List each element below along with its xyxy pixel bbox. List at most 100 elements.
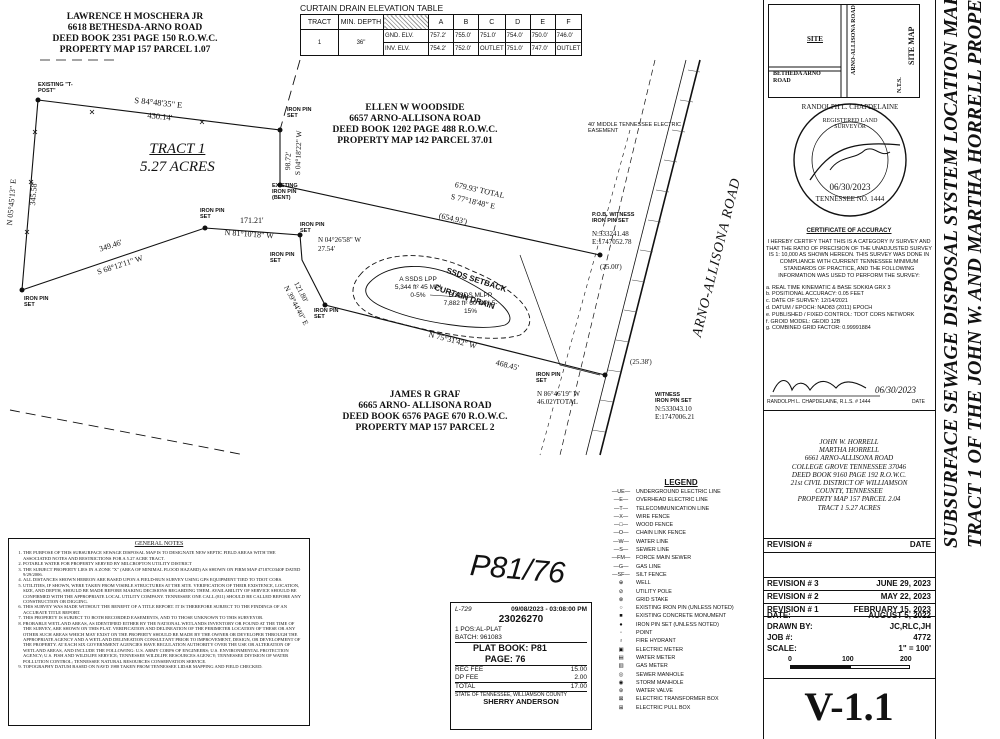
adjoiner-moschera: LAWRENCE H MOSCHERA JR 6618 BETHESDA-ARN… xyxy=(35,12,235,56)
cell-inv: 751.0' xyxy=(504,42,531,56)
legend-label: CHAIN LINK FENCE xyxy=(636,530,687,537)
legend-item: ⊕WELL xyxy=(606,579,756,587)
revision-label: REVISION # 1 xyxy=(767,605,819,614)
curtain-drain-table: CURTAIN DRAIN ELEVATION TABLE TRACT MIN.… xyxy=(300,3,583,56)
legend-item: —S—SEWER LINE xyxy=(606,546,756,554)
legend-symbol: —SF— xyxy=(612,571,630,578)
iron-pin-label: IRON PIN SET xyxy=(24,296,49,308)
legend-item: ⊞ ELECTRIC PULL BOX xyxy=(606,704,756,712)
revision-head-date: DATE xyxy=(909,540,931,549)
legend-symbol: ▥ xyxy=(618,663,624,670)
adjoiner-name: ELLEN W WOODSIDE xyxy=(365,103,465,113)
note-item: THIS PROPERTY IS SUBJECT TO BOTH RECORDE… xyxy=(23,615,304,620)
site-map-drawing xyxy=(769,5,848,97)
job-number: 4772 xyxy=(913,633,931,642)
legend-label: WATER METER xyxy=(636,654,676,661)
legend-item: —FM—FORCE MAIN SEWER xyxy=(606,554,756,562)
revision-date: FEBRUARY 15, 2023 xyxy=(853,605,931,614)
legend-symbol: ⊞ xyxy=(618,704,624,711)
th-c: C xyxy=(478,14,506,30)
stamp-register: SHERRY ANDERSON xyxy=(483,697,559,706)
legend-label: ELECTRIC METER xyxy=(636,646,684,653)
legend-item: ○EXISTING IRON PIN (UNLESS NOTED) xyxy=(606,604,756,612)
owner-line: JOHN W. HORRELL xyxy=(819,438,879,446)
title-block-frame xyxy=(763,0,1000,739)
pob-easting: E:1747052.78 xyxy=(592,238,632,246)
cell-inv: 754.2' xyxy=(428,42,454,56)
south-west-boundary-line xyxy=(21,227,326,306)
certificate-of-accuracy: CERTIFICATE OF ACCURACY I HEREBY CERTIFY… xyxy=(766,228,932,332)
legend-label: ELECTRIC PULL BOX xyxy=(636,704,691,711)
legend-item: ♁FIRE HYDRANT xyxy=(606,637,756,645)
title-block-divider xyxy=(935,0,936,739)
legend-symbol: ○ xyxy=(619,605,623,612)
legend-label: SILT FENCE xyxy=(636,571,667,578)
legend-symbol: ◎ xyxy=(618,671,624,678)
legend-symbol: —W— xyxy=(613,538,629,545)
revision-label: REVISION # 2 xyxy=(767,592,819,601)
existing-tpost-label: EXISTING "T-POST" xyxy=(38,82,73,94)
site-label: SITE xyxy=(807,35,823,43)
legend-symbol: ⊠ xyxy=(618,696,624,703)
legend-item: —E— OVERHEAD ELECTRIC LINE xyxy=(606,496,756,504)
revision-date: JUNE 29, 2023 xyxy=(876,579,931,588)
adjoiner-graf: JAMES R GRAF 6665 ARNO- ALLISONA ROAD DE… xyxy=(330,390,520,434)
easement-label: 40' MIDDLE TENNESSEE ELECTRIC EASEMENT xyxy=(588,122,681,134)
note-item: THE PURPOSE OF THIS SUBSURFACE SEWAGE DI… xyxy=(23,550,304,561)
note-item: THE SUBJECT PROPERTY LIES IN A ZONE "X" … xyxy=(23,567,304,578)
owner-line: 21st CIVIL DISTRICT OF WILLIAMSON xyxy=(790,479,908,488)
site-plan-drawing xyxy=(9,59,701,456)
register-stamp: L-729 09/08/2023 - 03:08:00 PM 23026270 … xyxy=(450,602,592,730)
legend-symbol: —X— xyxy=(613,513,629,520)
drawn-label: DRAWN BY: xyxy=(767,622,813,631)
signature-date-label: DATE xyxy=(912,399,925,405)
owner-line: DEED BOOK 9160 PAGE 192 R.O.W.C. xyxy=(791,470,907,479)
legend-symbol: —UE— xyxy=(611,489,631,495)
legend-label: OVERHEAD ELECTRIC LINE xyxy=(636,497,708,504)
legend-label: WATER VALVE xyxy=(636,688,673,695)
cert-item: g. COMBINED GRID FACTOR: 0.99991884 xyxy=(766,325,871,332)
cell-inv: 752.0' xyxy=(453,42,479,56)
side-title-1: SUBSURFACE SEWAGE DISPOSAL SYSTEM LOCATI… xyxy=(940,0,962,548)
iron-pin-label: IRON PIN SET xyxy=(314,308,339,320)
site-road-1: BETHEDA ARNO ROAD xyxy=(773,71,821,84)
scale-100: 100 xyxy=(842,656,854,663)
cell-gnd: 751.0' xyxy=(478,29,506,43)
seal-state: TENNESSEE NO. 1444 xyxy=(815,195,885,203)
legend-symbol: ◦ xyxy=(620,630,622,637)
legend-symbol: —E— xyxy=(613,497,629,504)
note-item: THIS SURVEY WAS MADE WITHOUT THE BENEFIT… xyxy=(23,604,304,615)
th-hatch xyxy=(383,14,429,30)
th-f: F xyxy=(554,14,583,30)
cell-inv: OUTLET xyxy=(478,42,506,56)
rec-fee: 15.00 xyxy=(570,666,587,673)
legend-item: ◦ POINT xyxy=(606,629,756,637)
legend-symbol: ⊗ xyxy=(618,596,624,603)
legend-label: ELECTRIC TRANSFORMER BOX xyxy=(636,696,719,703)
cell-gnd: 754.0' xyxy=(504,29,531,43)
legend-item: —O—CHAIN LINK FENCE xyxy=(606,529,756,537)
legend-label: GAS METER xyxy=(636,663,668,670)
legend-symbol: ⊘ xyxy=(618,588,624,595)
signature-date: 06/30/2023 xyxy=(875,385,917,395)
pob-label: P.O.B. WITNESS IRON PIN SET xyxy=(592,212,635,224)
legend-label: STORM MANHOLE xyxy=(636,679,684,686)
job-label: JOB #: xyxy=(767,633,793,642)
adjoiner-address: 6665 ARNO- ALLISONA ROAD xyxy=(358,401,492,411)
owner-block: JOHN W. HORRELL MARTHA HORRELL 6661 ARNO… xyxy=(766,438,932,512)
site-map: SITE BETHEDA ARNO ROAD ARNO-ALLISONA ROA… xyxy=(768,4,920,98)
legend-label: GRID STAKE xyxy=(636,596,669,603)
cert-item: b. POSITIONAL ACCURACY: 0.05 FEET xyxy=(766,291,865,298)
stamp-datetime: 09/08/2023 - 03:08:00 PM xyxy=(511,606,587,613)
witness-northing: N:533043.10 xyxy=(655,405,692,413)
witness-label: WITNESS IRON PIN SET xyxy=(655,392,692,404)
south-boundary-line xyxy=(324,304,606,376)
site-map-title: SITE MAP xyxy=(907,26,916,65)
owner-line: COLLEGE GROVE TENNESSEE 37046 xyxy=(791,462,907,471)
legend-item: —X—WIRE FENCE xyxy=(606,513,756,521)
legend-label: POINT xyxy=(636,630,653,637)
cert-body: I HEREBY CERTIFY THAT THIS IS A CATEGORY… xyxy=(766,238,932,279)
bearing-0418: S 04°18'22" W xyxy=(293,130,304,176)
adjoiner-map: PROPERTY MAP 157 PARCEL 1.07 xyxy=(59,45,211,55)
adjoiner-map: PROPERTY MAP 157 PARCEL 2 xyxy=(355,423,495,433)
